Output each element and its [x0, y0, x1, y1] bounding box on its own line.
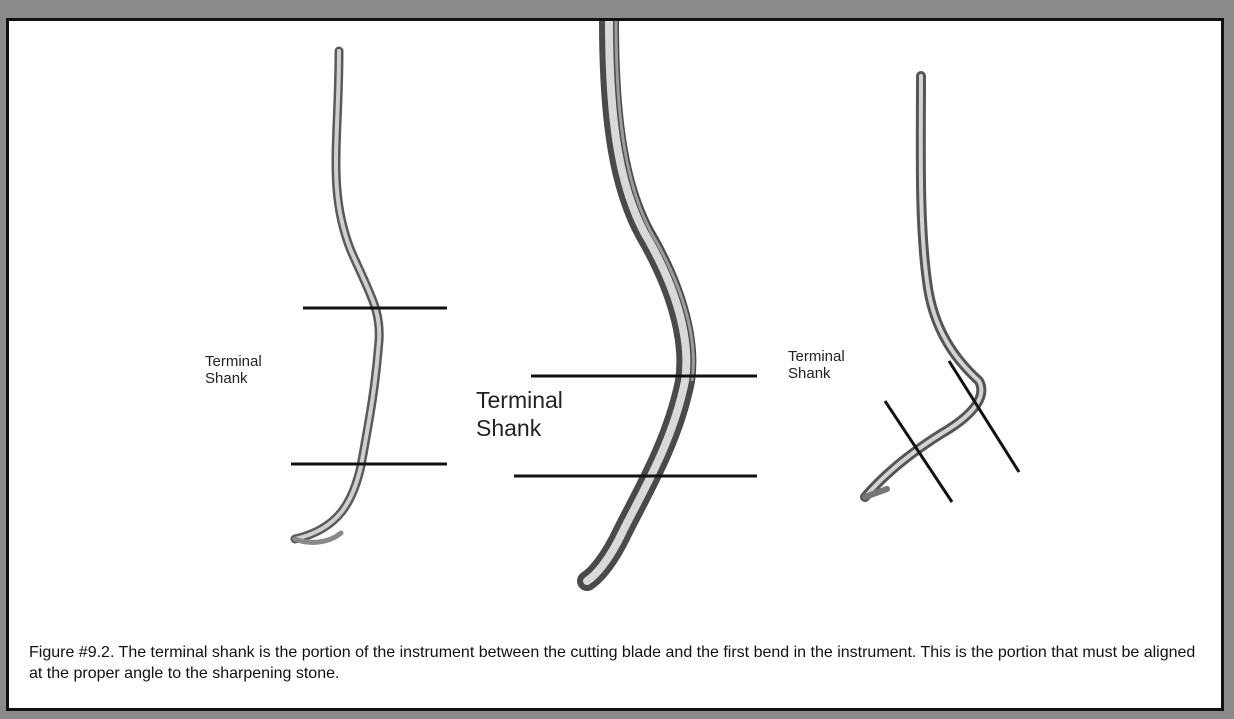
terminal-shank-label-left: Terminal Shank	[205, 353, 262, 388]
middle-instrument	[587, 21, 693, 581]
terminal-shank-label-right: Terminal Shank	[788, 348, 845, 383]
terminal-shank-label-middle: Terminal Shank	[476, 387, 563, 442]
right-instrument	[865, 76, 981, 497]
figure-frame: Terminal Shank Terminal Shank Terminal S…	[6, 18, 1224, 711]
right-inner-marker	[885, 401, 952, 502]
figure-caption: Figure #9.2. The terminal shank is the p…	[29, 643, 1209, 685]
left-instrument	[295, 51, 379, 542]
instrument-photo	[9, 21, 1221, 708]
